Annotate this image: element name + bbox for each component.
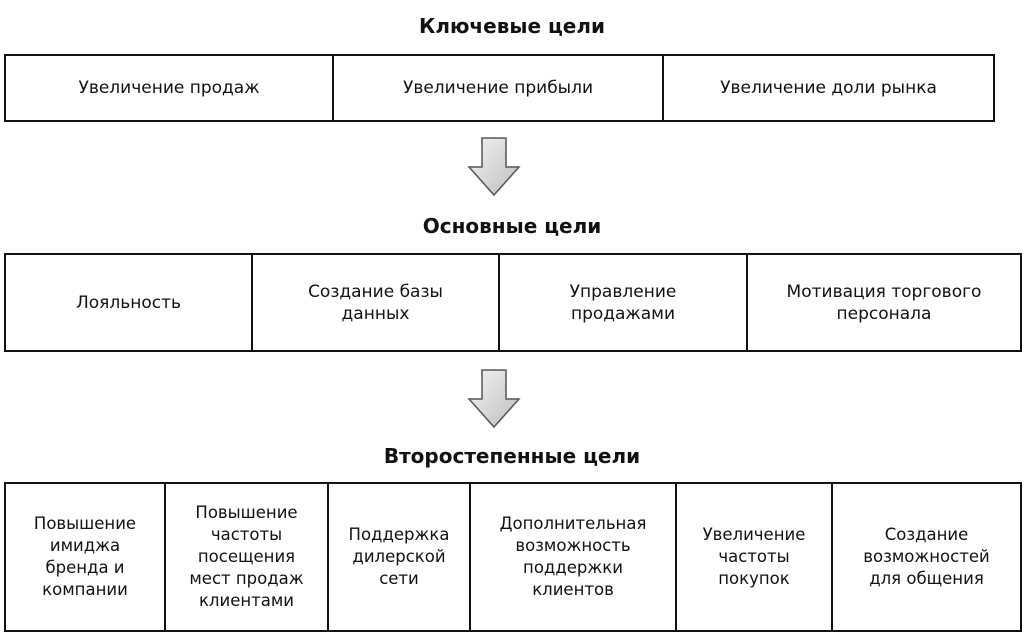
secondary-goal-visit-frequency: Повышение частоты посещения мест продаж … [166, 484, 329, 630]
down-arrow-icon [467, 369, 521, 429]
secondary-goals-title: Второстепенные цели [383, 444, 641, 468]
secondary-goal-brand-image: Повышение имиджа бренда и компании [6, 484, 166, 630]
secondary-goals-row: Повышение имиджа бренда и компании Повыш… [4, 482, 1022, 632]
key-goal-profit: Увеличение прибыли [334, 56, 664, 120]
down-arrow-icon [467, 137, 521, 197]
key-goals-row: Увеличение продаж Увеличение прибыли Уве… [4, 54, 995, 122]
key-goals-title: Ключевые цели [418, 14, 606, 38]
main-goal-sales-management: Управление продажами [500, 255, 748, 350]
secondary-goal-client-support: Дополнительная возможность поддержки кли… [471, 484, 677, 630]
key-goal-sales: Увеличение продаж [6, 56, 334, 120]
main-goal-staff-motivation: Мотивация торгового персонала [786, 281, 982, 324]
secondary-goal-purchase-frequency: Увеличение частоты покупок [677, 484, 833, 630]
main-goals-title: Основные цели [422, 214, 602, 238]
key-goal-market-share: Увеличение доли рынка [720, 78, 937, 98]
main-goal-loyalty: Лояльность [6, 255, 253, 350]
secondary-goal-dealer-network: Поддержка дилерской сети [329, 484, 471, 630]
main-goal-database: Создание базы данных [253, 255, 500, 350]
secondary-goal-communication: Создание возможностей для общения [863, 525, 990, 588]
main-goals-row: Лояльность Создание базы данных Управлен… [4, 253, 1022, 352]
